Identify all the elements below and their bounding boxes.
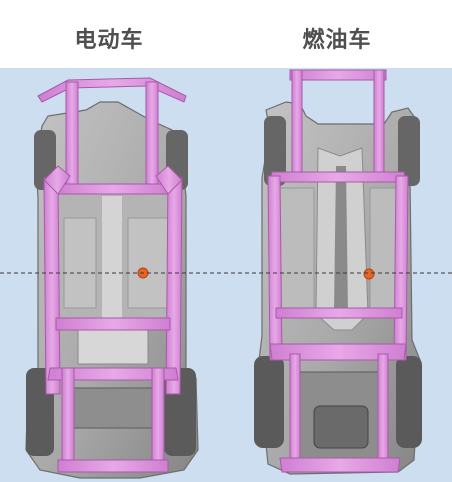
ev-rear-rail-right <box>151 367 165 473</box>
ice-rear-kickup <box>269 343 407 361</box>
ice-front-crossmember <box>269 171 407 183</box>
ice-center-of-gravity-dot <box>363 268 375 280</box>
ev-floor-panel-left <box>63 217 97 309</box>
ev-shock-tower-right <box>155 165 183 195</box>
ev-rear-cutout <box>77 329 149 365</box>
ice-front-rail-left <box>291 69 303 175</box>
fuel-vehicle-label: 燃油车 <box>302 28 372 53</box>
ev-front-crossmember <box>55 183 171 195</box>
ev-rear-rail-left <box>61 367 75 473</box>
ice-floor-left <box>277 187 315 309</box>
ev-rear-crossmember <box>55 317 171 331</box>
ev-sill-left <box>43 177 61 395</box>
electric-vehicle-chassis <box>25 77 199 479</box>
ev-rear-cross-lower <box>47 367 179 381</box>
ice-fuel-tank <box>313 405 369 449</box>
ev-reinforced-frame <box>37 77 187 473</box>
ice-rear-rail-right <box>377 353 389 467</box>
ev-center-tunnel <box>102 196 122 320</box>
ev-floor-panel-right <box>127 217 169 309</box>
ev-rear-bumper-beam <box>57 459 169 473</box>
ice-rear-wheel-right <box>396 356 422 448</box>
ice-mid-crossmember <box>275 307 403 319</box>
ev-sill-right <box>165 177 183 395</box>
electric-vehicle-label: 电动车 <box>74 28 144 53</box>
ice-rear-rail-left <box>289 353 301 467</box>
ice-exhaust-pipe <box>334 166 348 312</box>
chassis-comparison-panel <box>0 68 452 482</box>
ice-front-bumper-beam <box>289 69 387 81</box>
ice-rear-wheel-left <box>254 356 284 448</box>
fuel-vehicle-chassis <box>254 69 422 475</box>
ice-front-wheel-left <box>264 116 286 186</box>
ev-shock-tower-left <box>43 165 71 195</box>
ice-reinforced-frame <box>267 69 409 473</box>
ice-sill-right <box>393 175 409 361</box>
ice-sill-left <box>267 175 283 361</box>
ice-front-wheel-right <box>398 116 420 186</box>
ice-front-rail-right <box>373 69 385 175</box>
ev-rear-suspension <box>69 387 153 429</box>
ice-rear-bumper-beam <box>279 457 401 473</box>
